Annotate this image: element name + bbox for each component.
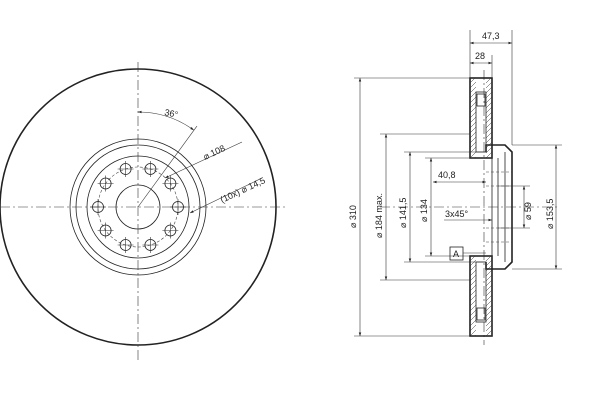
hatch-line [485,314,493,322]
hatch-line [469,126,477,134]
bore1-label: ⌀ 141,5 [398,198,408,228]
hatch-line [485,111,493,119]
hatch-line [485,279,493,287]
hatch-line [469,259,477,267]
hatch-line [485,284,493,292]
datum-label: A [453,249,459,259]
vent-hole-bottom [476,307,486,321]
hatch-line [469,111,477,119]
hatch-line [485,96,493,104]
section-hatch-bottom [469,255,493,337]
hatch-line [469,101,477,109]
hatch-line [469,77,476,84]
friction-inner-label: ⌀ 184 max. [374,193,384,238]
vent-slot-bottom [475,261,487,323]
hatch-line [469,121,477,129]
angle-label: 36° [164,107,180,120]
hatch-line [485,304,493,312]
hatch-line [485,329,493,337]
bolt-holes [90,161,186,253]
hatch-line [485,126,493,134]
hatch-line [485,81,493,89]
angle-dimension-arc [137,110,194,131]
hatch-line [485,269,493,277]
outer-diameter-label: ⌀ 310 [348,205,358,228]
hatch-line [469,136,477,144]
rotor-width-label: 28 [475,51,485,61]
hatch-line [469,141,477,149]
hatch-line [469,131,477,139]
hatch-line [469,289,477,297]
hatch-line [469,294,477,302]
datum-box [449,246,464,261]
hatch-line [469,91,477,99]
hatch-line [469,96,477,104]
hatch-line [469,86,477,94]
hatch-line [469,279,477,287]
vent-slot-top [475,91,487,153]
hatch-line [485,309,493,317]
hatch-line [474,334,477,337]
bore2-label: ⌀ 134 [419,199,429,222]
hatch-line [485,131,493,139]
hatch-line [469,264,477,272]
hat-profile [485,144,513,270]
hatch-line [469,81,477,89]
hole-label: (10x) ⌀ 14,5 [219,175,267,205]
hole-leader [189,177,263,214]
hat-diameter-label: ⌀ 153,5 [545,199,555,229]
hatch-line [469,151,477,159]
hatch-line [469,274,477,282]
section-hatch-top [469,77,493,159]
hatch-line [485,121,493,129]
hatch-line [485,299,493,307]
hatch-line [485,255,492,262]
hatch-line [469,304,477,312]
hatch-line [469,299,477,307]
pcd-leader [164,141,243,179]
hatch-line [485,319,493,327]
vent-hole-top [476,93,486,107]
hatch-line [485,101,493,109]
hatch-line [485,146,493,154]
hatch-line [485,289,493,297]
hatch-line [469,116,477,124]
hatch-line [469,329,477,337]
hatch-line [469,284,477,292]
front-view: 36° ⌀ 108 (10x) ⌀ 14,5 [0,62,285,360]
hatch-line [485,274,493,282]
hat-depth-label: 40,8 [438,170,456,180]
hatch-line [485,106,493,114]
hatch-line [485,136,493,144]
hatch-line [485,264,493,272]
hatch-line [469,309,477,317]
hatch-line [469,319,477,327]
hatch-line [469,106,477,114]
hatch-line [485,77,492,84]
hatch-line [485,259,493,267]
hatch-line [469,255,476,262]
hatch-line [485,116,493,124]
hatch-line [469,324,477,332]
hatch-line [485,91,493,99]
hatch-line [490,334,493,337]
hatch-line [485,294,493,302]
hatch-line [485,86,493,94]
center-bore-label: ⌀ 59 [523,202,533,220]
angle-extension-line [137,125,198,208]
hatch-line [469,269,477,277]
hatch-line [469,314,477,322]
section-view: 47,3 28 ⌀ 310 ⌀ 184 max. ⌀ 141,5 ⌀ 134 4… [348,30,562,345]
pcd-label: ⌀ 108 [202,143,227,162]
hatch-line [485,151,493,159]
hatch-line [485,324,493,332]
overall-width-label: 47,3 [482,31,500,41]
chamfer-label: 3x45° [445,209,469,219]
